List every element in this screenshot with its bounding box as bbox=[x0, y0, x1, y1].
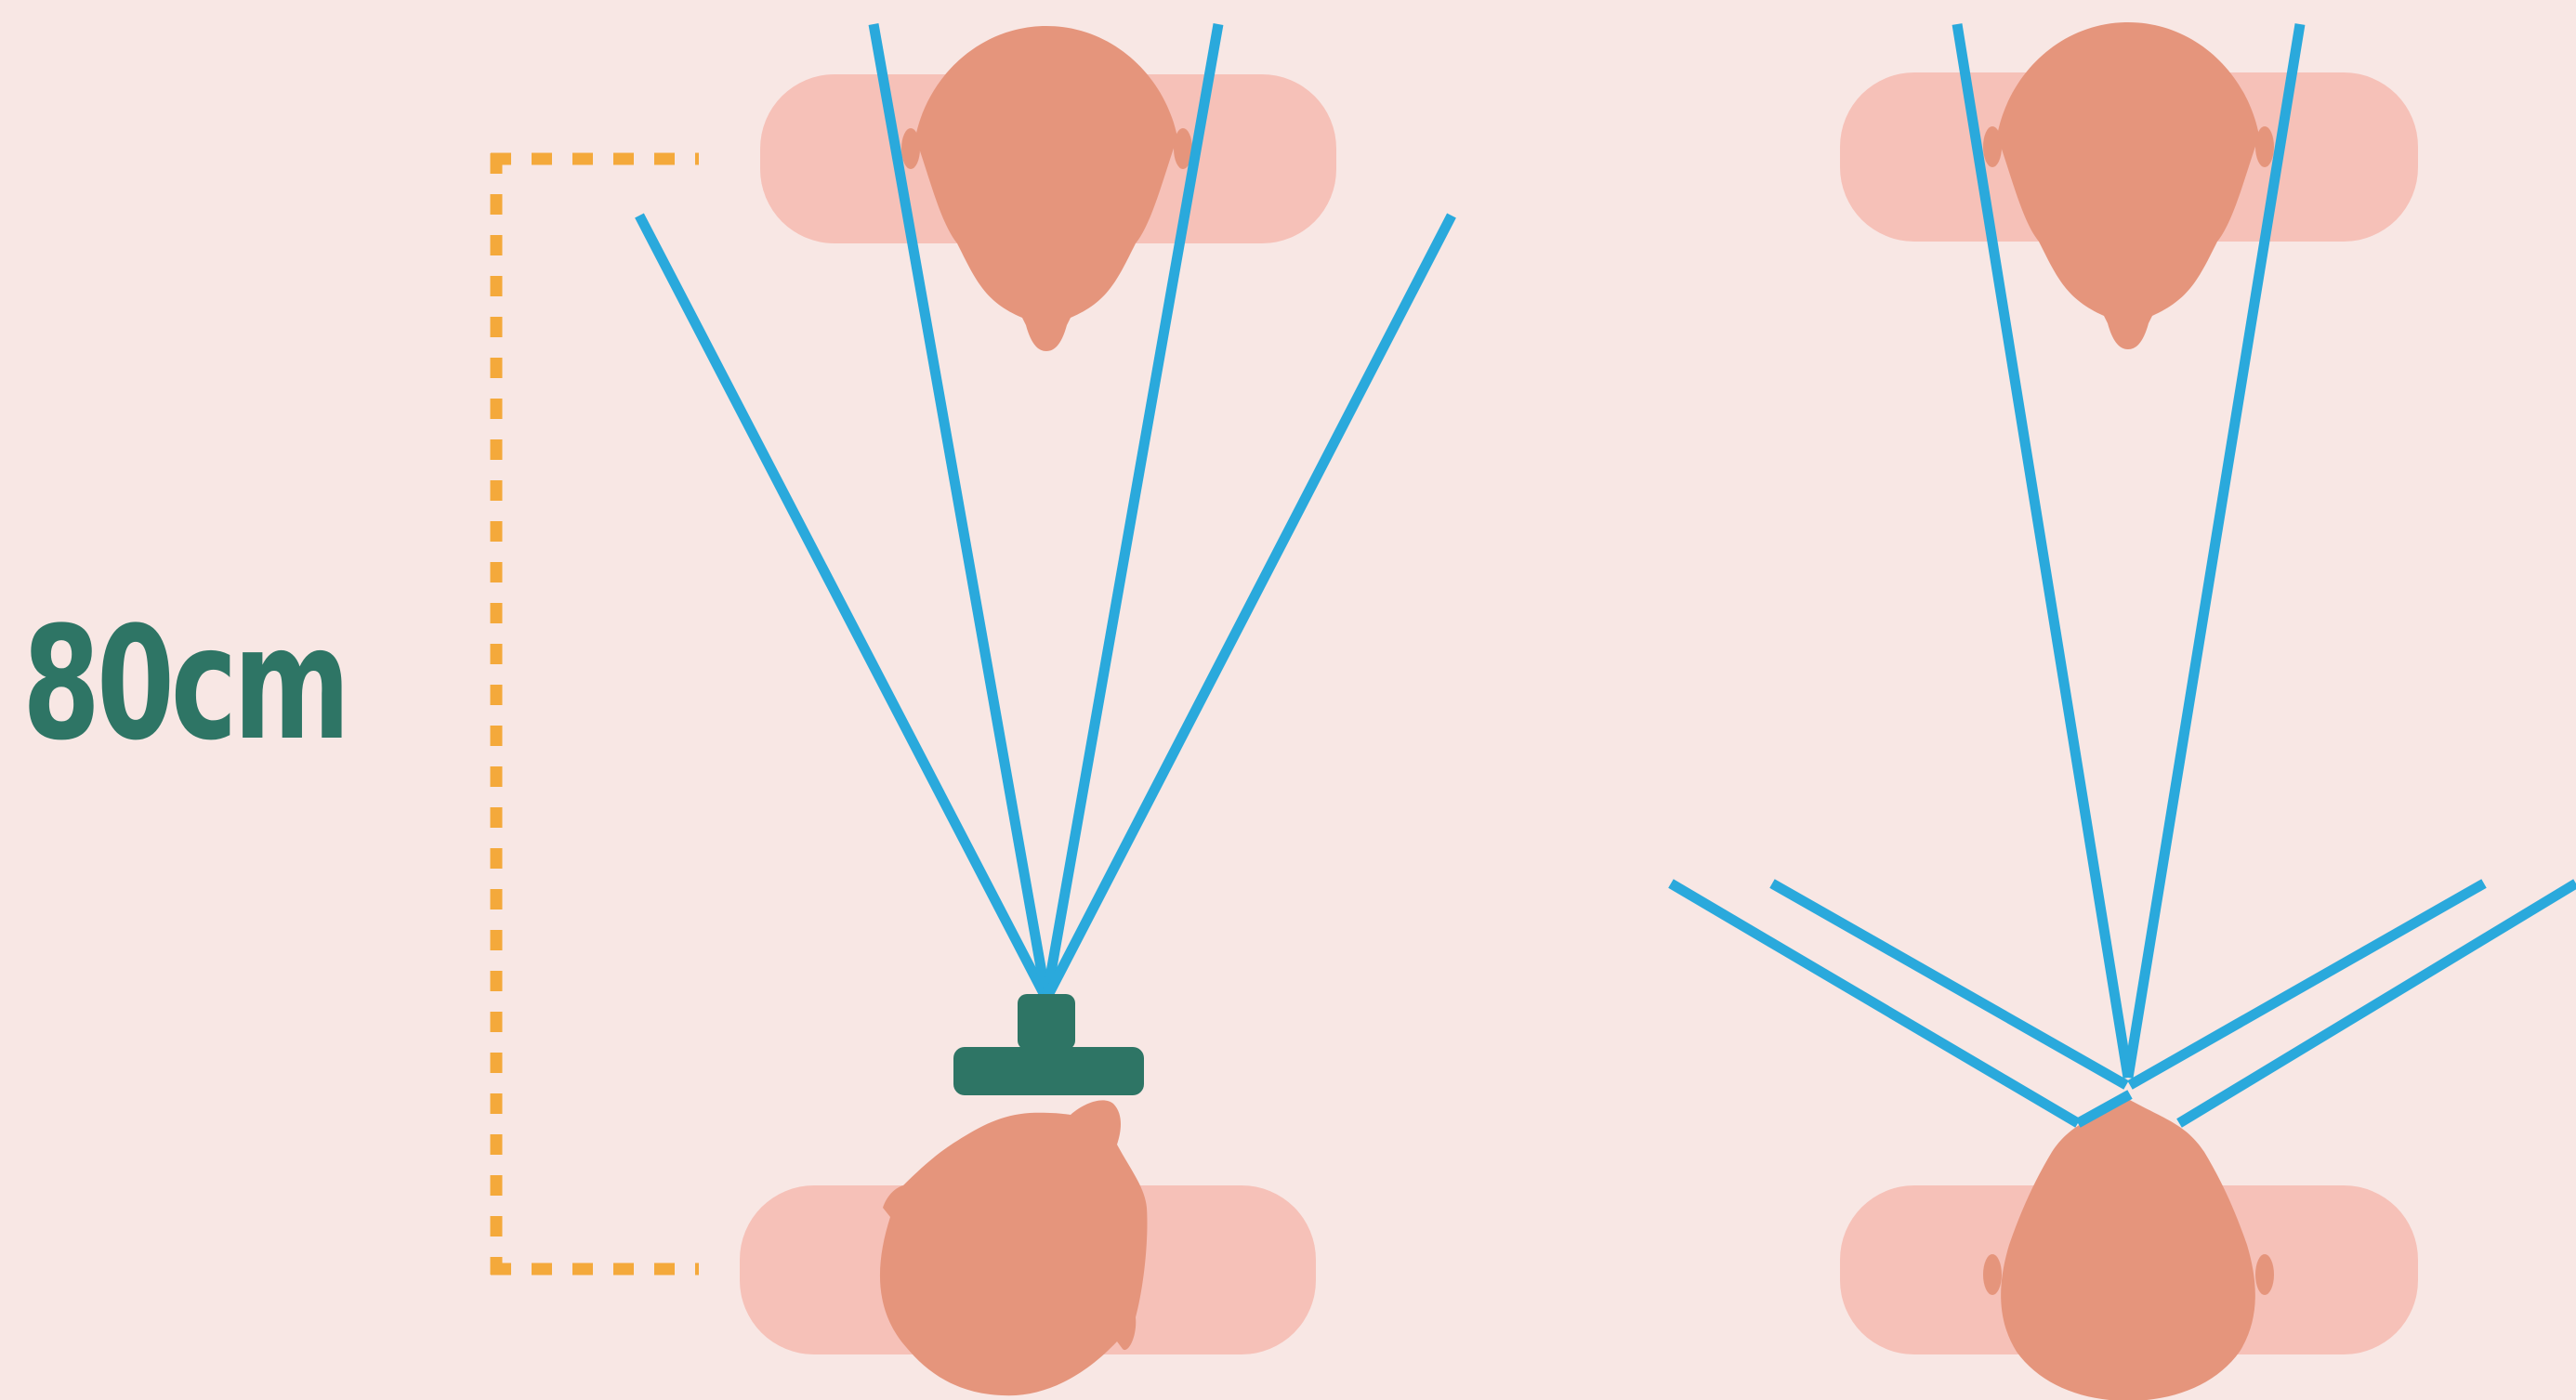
right-top-person bbox=[1840, 22, 2418, 349]
sightline bbox=[639, 216, 1046, 999]
left-bottom-person bbox=[740, 1100, 1316, 1395]
person-head-icon bbox=[1983, 22, 2274, 349]
distance-dimension-line bbox=[491, 153, 699, 1275]
left-scene bbox=[491, 24, 1452, 1395]
left-top-person bbox=[760, 26, 1336, 351]
distance-label: 80cm bbox=[22, 606, 347, 762]
sightline bbox=[1671, 883, 2078, 1123]
right-scene bbox=[1671, 22, 2576, 1400]
sightline bbox=[2130, 883, 2484, 1085]
person-head-icon bbox=[880, 1100, 1148, 1395]
person-head-icon bbox=[1983, 1099, 2274, 1400]
sightline bbox=[2179, 883, 2576, 1123]
camera-icon bbox=[953, 994, 1144, 1095]
sightline bbox=[1772, 883, 2126, 1085]
sightline bbox=[1046, 216, 1452, 999]
right-bottom-person bbox=[1840, 1099, 2418, 1400]
